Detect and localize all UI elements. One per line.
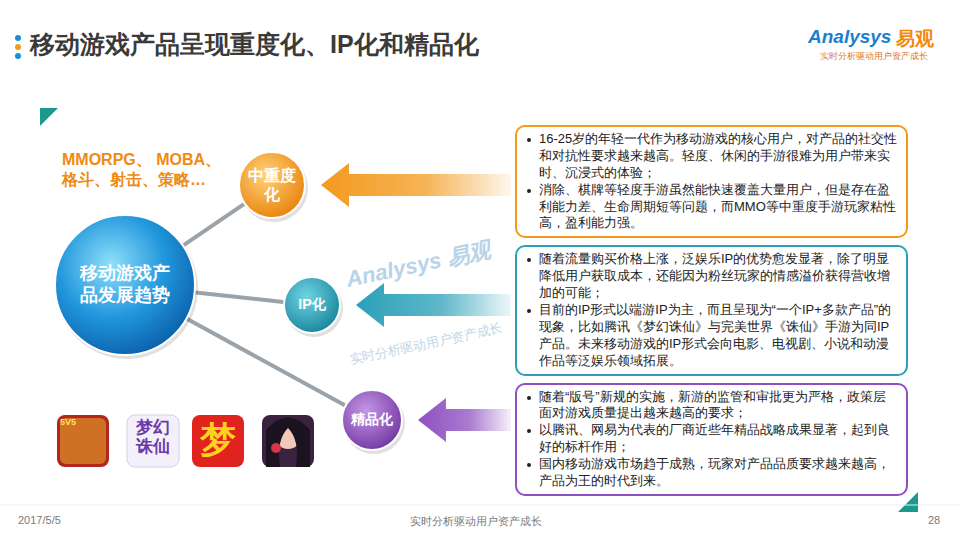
bullet-text: 国内移动游戏市场趋于成熟，玩家对产品品质要求越来越高，产品为王的时代到来。 [539, 456, 890, 488]
bullet-item: 随着“版号”新规的实施，新游的监管和审批更为严格，政策层面对游戏质量提出越来越高… [525, 389, 898, 423]
game-icon-art [271, 443, 281, 453]
block-arrow [321, 163, 511, 207]
title-dot [15, 53, 21, 59]
corner-mark [40, 108, 58, 126]
bullet-text: 消除、棋牌等轻度手游虽然能快速覆盖大量用户，但是存在盈利能力差、生命周期短等问题… [539, 182, 896, 231]
circle-label: 移动游戏产品发展趋势 [75, 263, 175, 306]
bullet-item: 16-25岁的年轻一代作为移动游戏的核心用户，对产品的社交性和对抗性要求越来越高… [525, 131, 898, 182]
bullet-dot [527, 429, 531, 433]
page-number: 28 [928, 514, 940, 526]
block-arrow [418, 398, 511, 442]
icon-text: 梦幻诛仙 [134, 419, 172, 456]
title-dot [15, 35, 21, 41]
bullet-item: 消除、棋牌等轻度手游虽然能快速覆盖大量用户，但是存在盈利能力差、生命周期短等问题… [525, 182, 898, 233]
watermark: Analysys 易观 [343, 235, 493, 295]
watermark: 实时分析驱动用户资产成长 [348, 319, 504, 369]
bullet-dot [527, 138, 531, 142]
bullet-box: 随着流量购买价格上涨，泛娱乐IP的优势愈发显著，除了明显降低用户获取成本，还能因… [515, 245, 908, 375]
hub-circle: 移动游戏产品发展趋势 [53, 213, 197, 357]
logo-wordmark-cn: 易观 [896, 26, 934, 52]
bullet-text: 随着“版号”新规的实施，新游的监管和审批更为严格，政策层面对游戏质量提出越来越高… [539, 389, 886, 421]
bullet-item: 以腾讯、网易为代表的厂商近些年精品战略成果显著，起到良好的标杆作用； [525, 422, 898, 456]
bullet-item: 随着流量购买价格上涨，泛娱乐IP的优势愈发显著，除了明显降低用户获取成本，还能因… [525, 251, 898, 302]
game-icon [57, 415, 109, 467]
circle-fill [239, 152, 305, 218]
spoke-line [184, 204, 244, 245]
trend-circle: 精品化 [340, 388, 404, 452]
title-dot [15, 44, 21, 50]
bullet-item: 国内移动游戏市场趋于成熟，玩家对产品品质要求越来越高，产品为王的时代到来。 [525, 456, 898, 490]
slide-title: 移动游戏产品呈现重度化、IP化和精品化 [30, 28, 479, 61]
circle-fill [55, 215, 195, 355]
footer-rule [0, 505, 960, 506]
bullet-text: 随着流量购买价格上涨，泛娱乐IP的优势愈发显著，除了明显降低用户获取成本，还能因… [539, 251, 890, 300]
circle-outline [237, 150, 307, 220]
circle-label: 中重度化 [246, 166, 298, 204]
game-icon [262, 415, 314, 467]
footer-date: 2017/5/5 [18, 514, 61, 526]
bullet-dot [527, 258, 531, 262]
bullet-dot [527, 309, 531, 313]
circle-fill [284, 277, 340, 333]
trend-circle: 中重度化 [237, 150, 307, 220]
game-icon-art [266, 418, 310, 468]
bullet-item: 目前的IP形式以端游IP为主，而且呈现为“一个IP+多款产品”的现象，比如腾讯《… [525, 302, 898, 370]
bullet-dot [527, 396, 531, 400]
bullet-text: 以腾讯、网易为代表的厂商近些年精品战略成果显著，起到良好的标杆作用； [539, 422, 890, 454]
trend-circle: IP化 [282, 275, 342, 335]
genre-list: MMORPG、 MOBA、 格斗、射击、策略… [62, 150, 227, 190]
circle-fill [342, 390, 402, 450]
logo-slogan: 实时分析驱动用户资产成长 [820, 50, 928, 63]
bullet-box: 随着“版号”新规的实施，新游的监管和审批更为严格，政策层面对游戏质量提出越来越高… [515, 383, 908, 496]
game-icon-art [60, 418, 106, 464]
bullet-box: 16-25岁的年轻一代作为移动游戏的核心用户，对产品的社交性和对抗性要求越来越高… [515, 125, 908, 238]
footer-slogan: 实时分析驱动用户资产成长 [410, 514, 542, 529]
icon-text: 5V5 [60, 417, 76, 427]
bullet-dot [527, 189, 531, 193]
spoke-line [196, 293, 284, 302]
bullet-text: 目前的IP形式以端游IP为主，而且呈现为“一个IP+多款产品”的现象，比如腾讯《… [539, 302, 891, 368]
bullet-text: 16-25岁的年轻一代作为移动游戏的核心用户，对产品的社交性和对抗性要求越来越高… [539, 131, 897, 180]
bullet-dot [527, 463, 531, 467]
icon-text: 梦 [199, 417, 237, 464]
game-icon [192, 415, 244, 467]
circle-label: IP化 [286, 296, 338, 313]
circle-label: 精品化 [344, 411, 400, 428]
block-arrow [356, 283, 511, 327]
game-icon [127, 415, 179, 467]
logo-wordmark: Analysys [808, 26, 891, 48]
